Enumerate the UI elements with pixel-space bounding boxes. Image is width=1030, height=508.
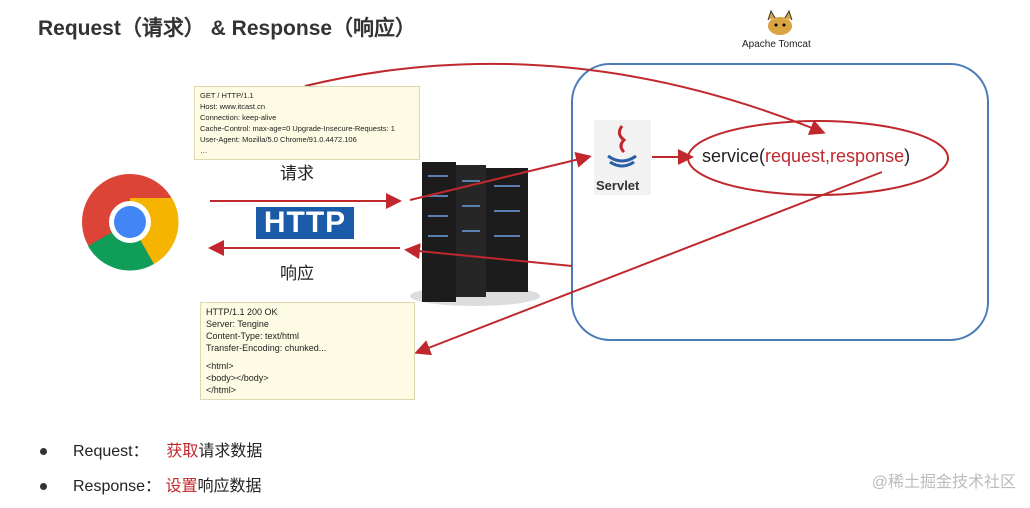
bullet-text: 响应数据 xyxy=(197,478,262,495)
bullet-text: 请求数据 xyxy=(198,443,263,460)
request-line: Cache-Control: max-age=0 Upgrade-Insecur… xyxy=(200,124,395,133)
response-line: <body></body> xyxy=(206,373,269,383)
bullet-response: Response： 设置响应数据 xyxy=(40,477,262,497)
bullet-label: Response： xyxy=(73,478,162,495)
tomcat-container xyxy=(571,63,989,341)
response-line: HTTP/1.1 200 OK xyxy=(206,307,278,317)
watermark: @稀土掘金技术社区 xyxy=(871,474,1016,491)
header-to-service-arrow xyxy=(304,62,826,135)
request-label: 请求 xyxy=(280,164,314,183)
response-label: 响应 xyxy=(280,264,314,283)
bullet-highlight: 获取 xyxy=(166,443,199,460)
tomcat-label: Apache Tomcat xyxy=(742,39,811,50)
java-servlet-icon xyxy=(594,120,651,195)
response-line: Content-Type: text/html xyxy=(206,331,300,341)
http-logo: HTTP xyxy=(256,207,354,239)
servlet-label: Servlet xyxy=(596,178,640,193)
response-line: Transfer-Encoding: chunked... xyxy=(206,343,327,353)
service-suffix: ) xyxy=(904,146,911,166)
request-line: Connection: keep-alive xyxy=(200,113,277,122)
bullet-request: Request： 获取请求数据 xyxy=(40,442,262,462)
tomcat-icon xyxy=(767,9,793,35)
response-message-box: HTTP/1.1 200 OK Server: Tengine Content-… xyxy=(200,302,415,400)
bullet-dot xyxy=(40,448,47,456)
server-to-servlet-arrow xyxy=(409,152,592,201)
service-method: service(request,response) xyxy=(702,146,910,167)
request-line: Host: www.itcast.cn xyxy=(200,102,266,111)
service-to-response-arrow xyxy=(414,171,883,356)
response-line: Server: Tengine xyxy=(206,319,269,329)
tomcat-to-server-arrow xyxy=(404,243,573,267)
request-line: … xyxy=(200,146,208,155)
request-line: User-Agent: Mozilla/5.0 Chrome/91.0.4472… xyxy=(200,135,357,144)
bullet-dot xyxy=(40,483,47,491)
service-args: request,response xyxy=(765,146,905,166)
bullet-highlight: 设置 xyxy=(165,478,198,495)
response-line: </html> xyxy=(206,385,237,395)
server-rack-icon xyxy=(410,162,540,306)
chrome-icon xyxy=(82,174,179,271)
service-prefix: service( xyxy=(702,146,766,166)
request-line: GET / HTTP/1.1 xyxy=(200,91,254,100)
slide-title: Request（请求） & Response（响应） xyxy=(38,17,417,40)
request-message-box: GET / HTTP/1.1 Host: www.itcast.cn Conne… xyxy=(194,86,420,160)
response-line: <html> xyxy=(206,361,234,371)
bullet-label: Request： xyxy=(73,443,149,460)
